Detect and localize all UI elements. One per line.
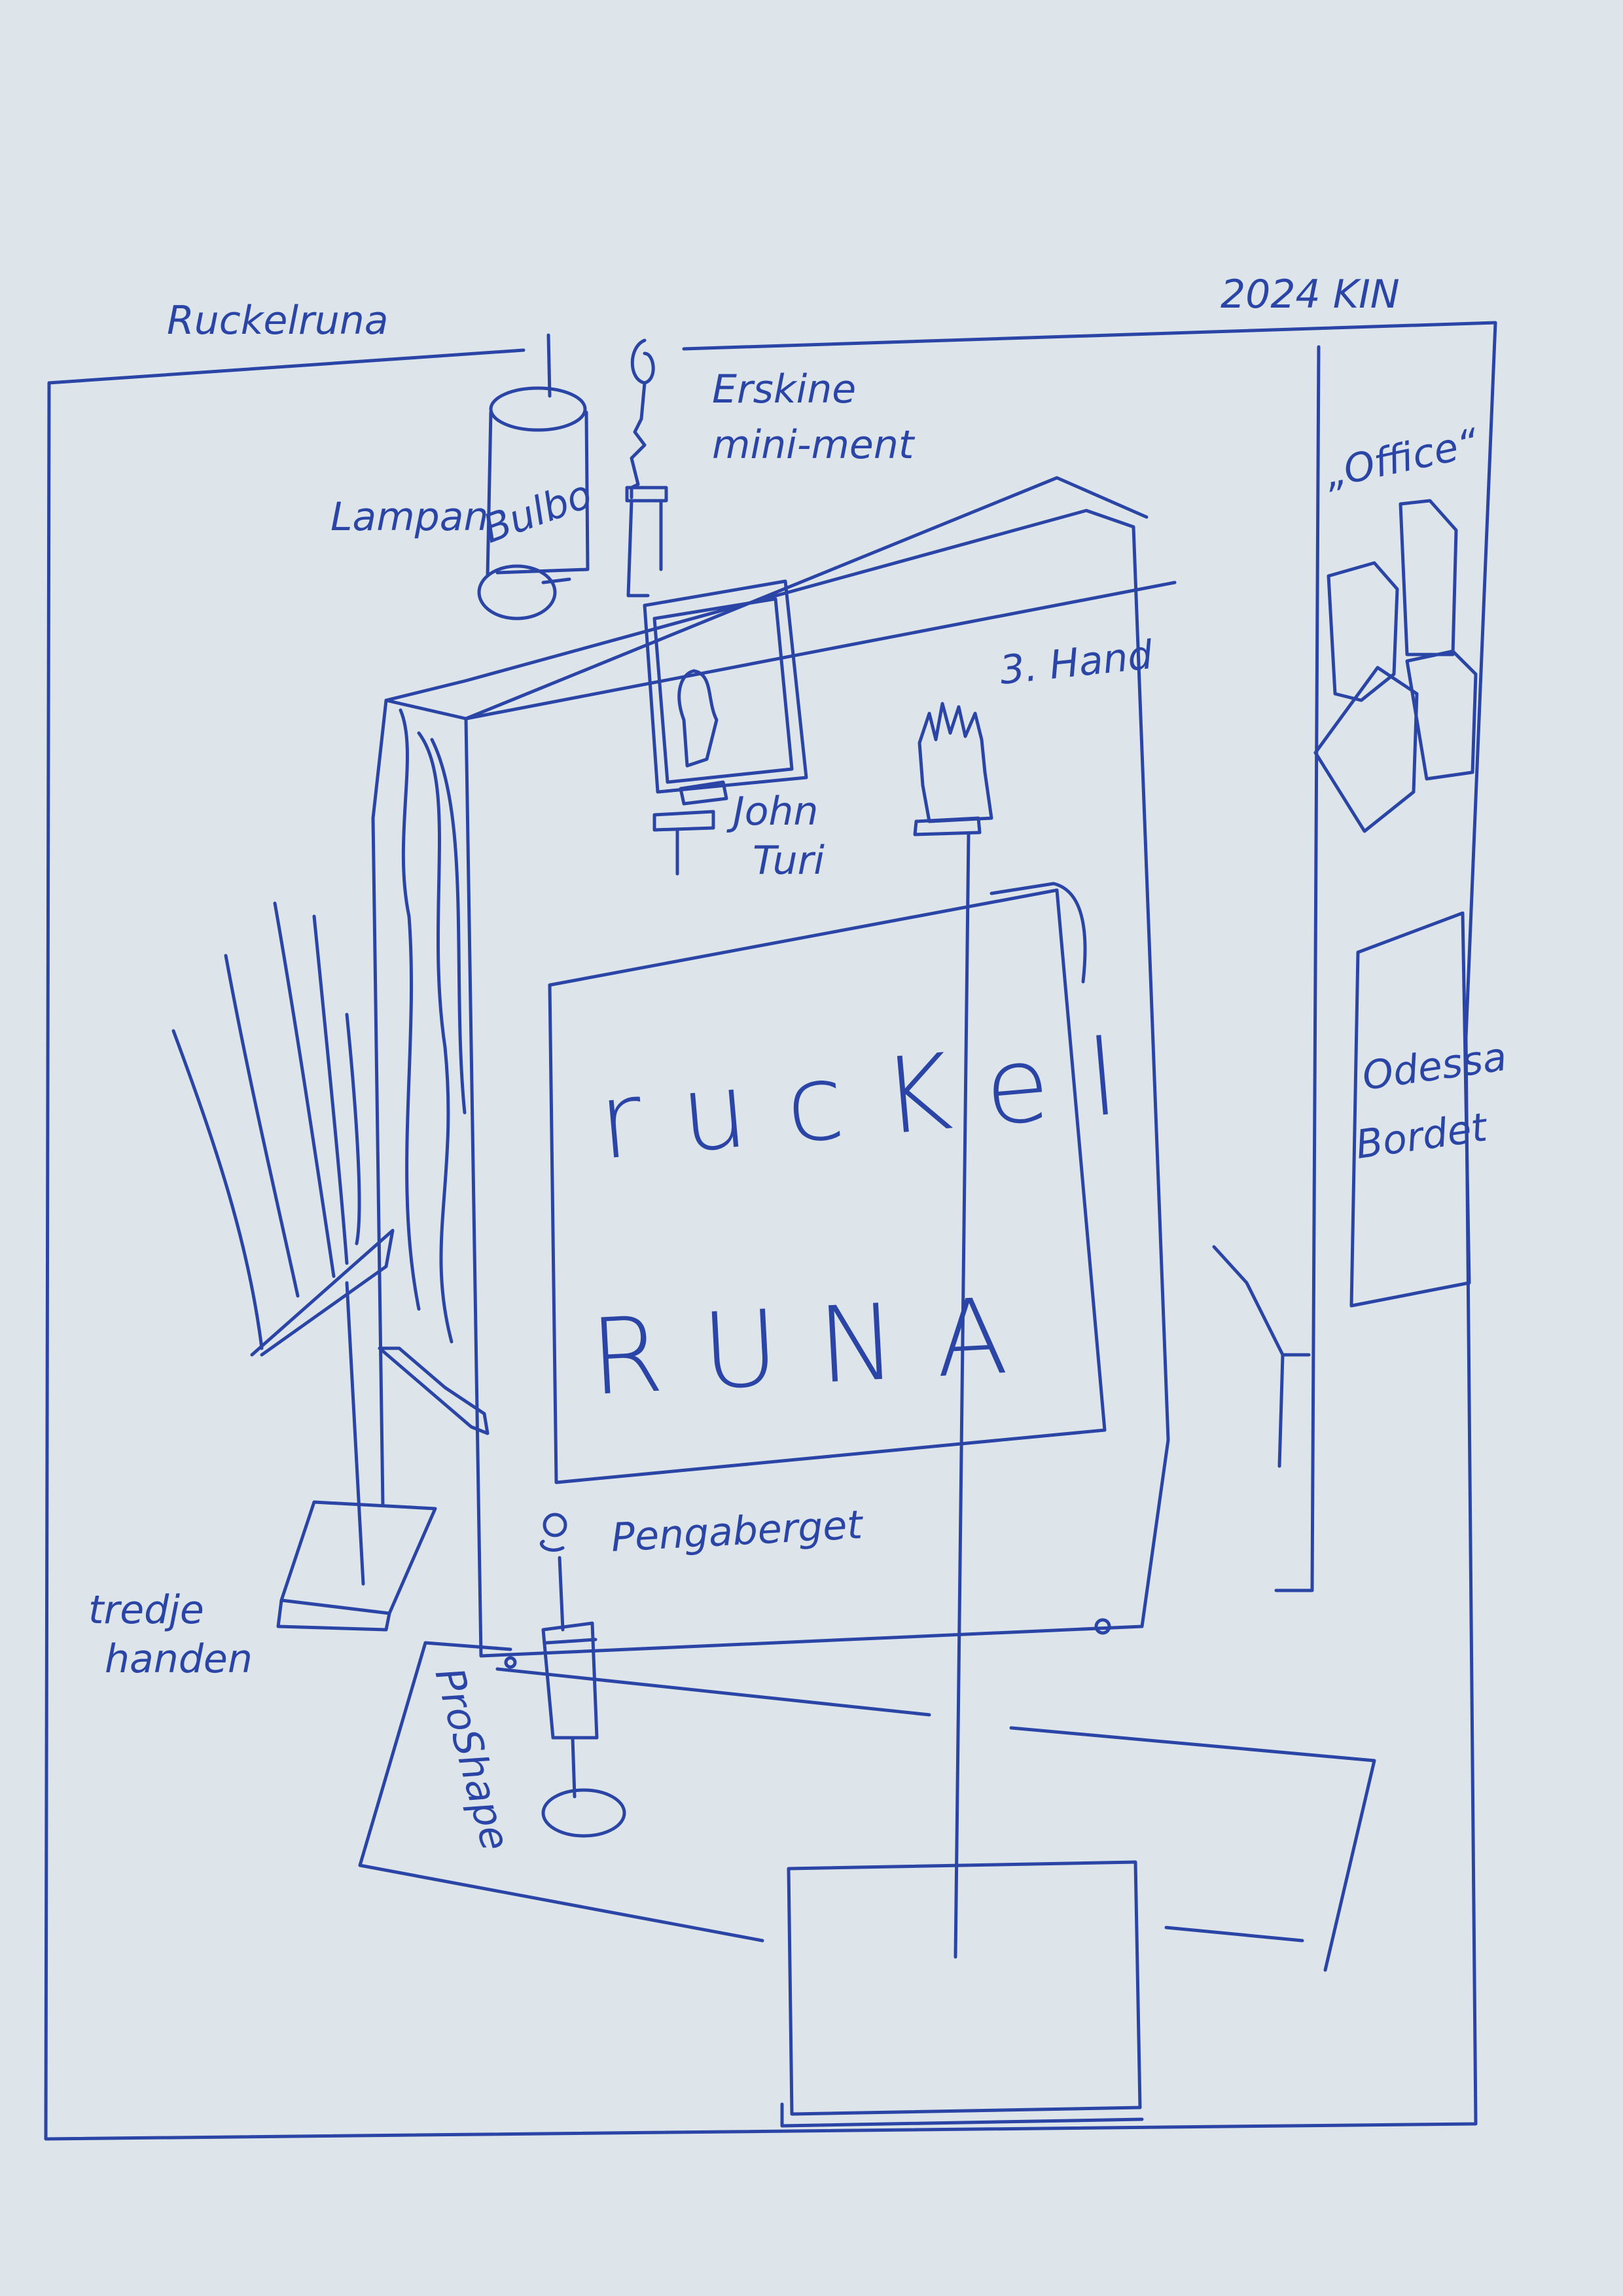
label-mini-ment: mini-ment [712,422,916,468]
label-john: John [726,789,818,834]
john-turi-frame [643,579,808,876]
label-bordet: Bordet [1353,1104,1491,1168]
label-ruckel: rucKel [594,1013,1162,1183]
label-handen: handen [105,1636,253,1682]
label-erskine: Erskine [712,367,856,412]
label-bulbo: Bulbo [477,471,597,552]
odessa-bordet-board [1349,911,1471,1308]
label-3-hand: 3. Hand [997,632,1155,694]
label-tredje: tredje [88,1587,204,1633]
label-runa: RUNA [587,1273,1049,1419]
small-mark [504,1656,517,1669]
pengaberget-drawing [540,1513,626,1838]
right-side-stand [1212,1245,1311,1468]
label-lampan: Lampan [330,494,489,540]
label-turi: Turi [753,838,825,884]
tredje-handen-drawing [171,901,490,1632]
sketch-title: Ruckelruna [167,298,389,344]
office-furniture [1313,499,1478,833]
lamp-bulbo-drawing [477,333,590,620]
third-hand-glove [913,702,993,1959]
room-outline [44,321,1497,2141]
main-panel-drawing [371,476,1177,1658]
label-pengaberget: Pengaberget [610,1502,865,1561]
erskine-drawing [625,338,668,598]
ruckel-runa-screen [548,882,1107,1484]
office-partition-wall [1274,345,1321,1592]
label-proshape: ProShape [426,1663,518,1856]
label-odessa: Odessa [1359,1034,1509,1100]
proshape-mat [358,1641,931,1943]
label-office: „Office“ [1321,420,1483,497]
small-mark [1094,1618,1111,1635]
year-author: 2024 KIN [1221,272,1400,317]
floor-rug [780,1726,1376,2128]
